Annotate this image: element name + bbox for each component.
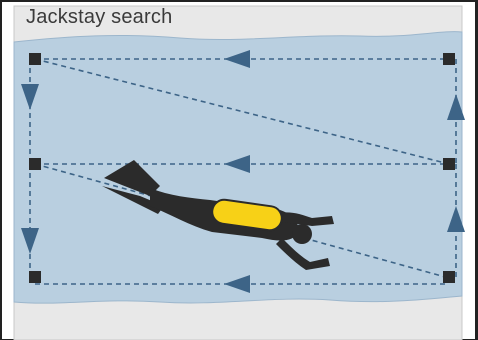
diver-head <box>292 224 312 244</box>
corner-marker-icon <box>29 158 41 170</box>
corner-marker-icon <box>443 271 455 283</box>
diagram-title: Jackstay search <box>26 6 172 29</box>
corner-marker-icon <box>443 158 455 170</box>
corner-marker-icon <box>29 271 41 283</box>
corner-marker-icon <box>29 53 41 65</box>
corner-marker-icon <box>443 53 455 65</box>
